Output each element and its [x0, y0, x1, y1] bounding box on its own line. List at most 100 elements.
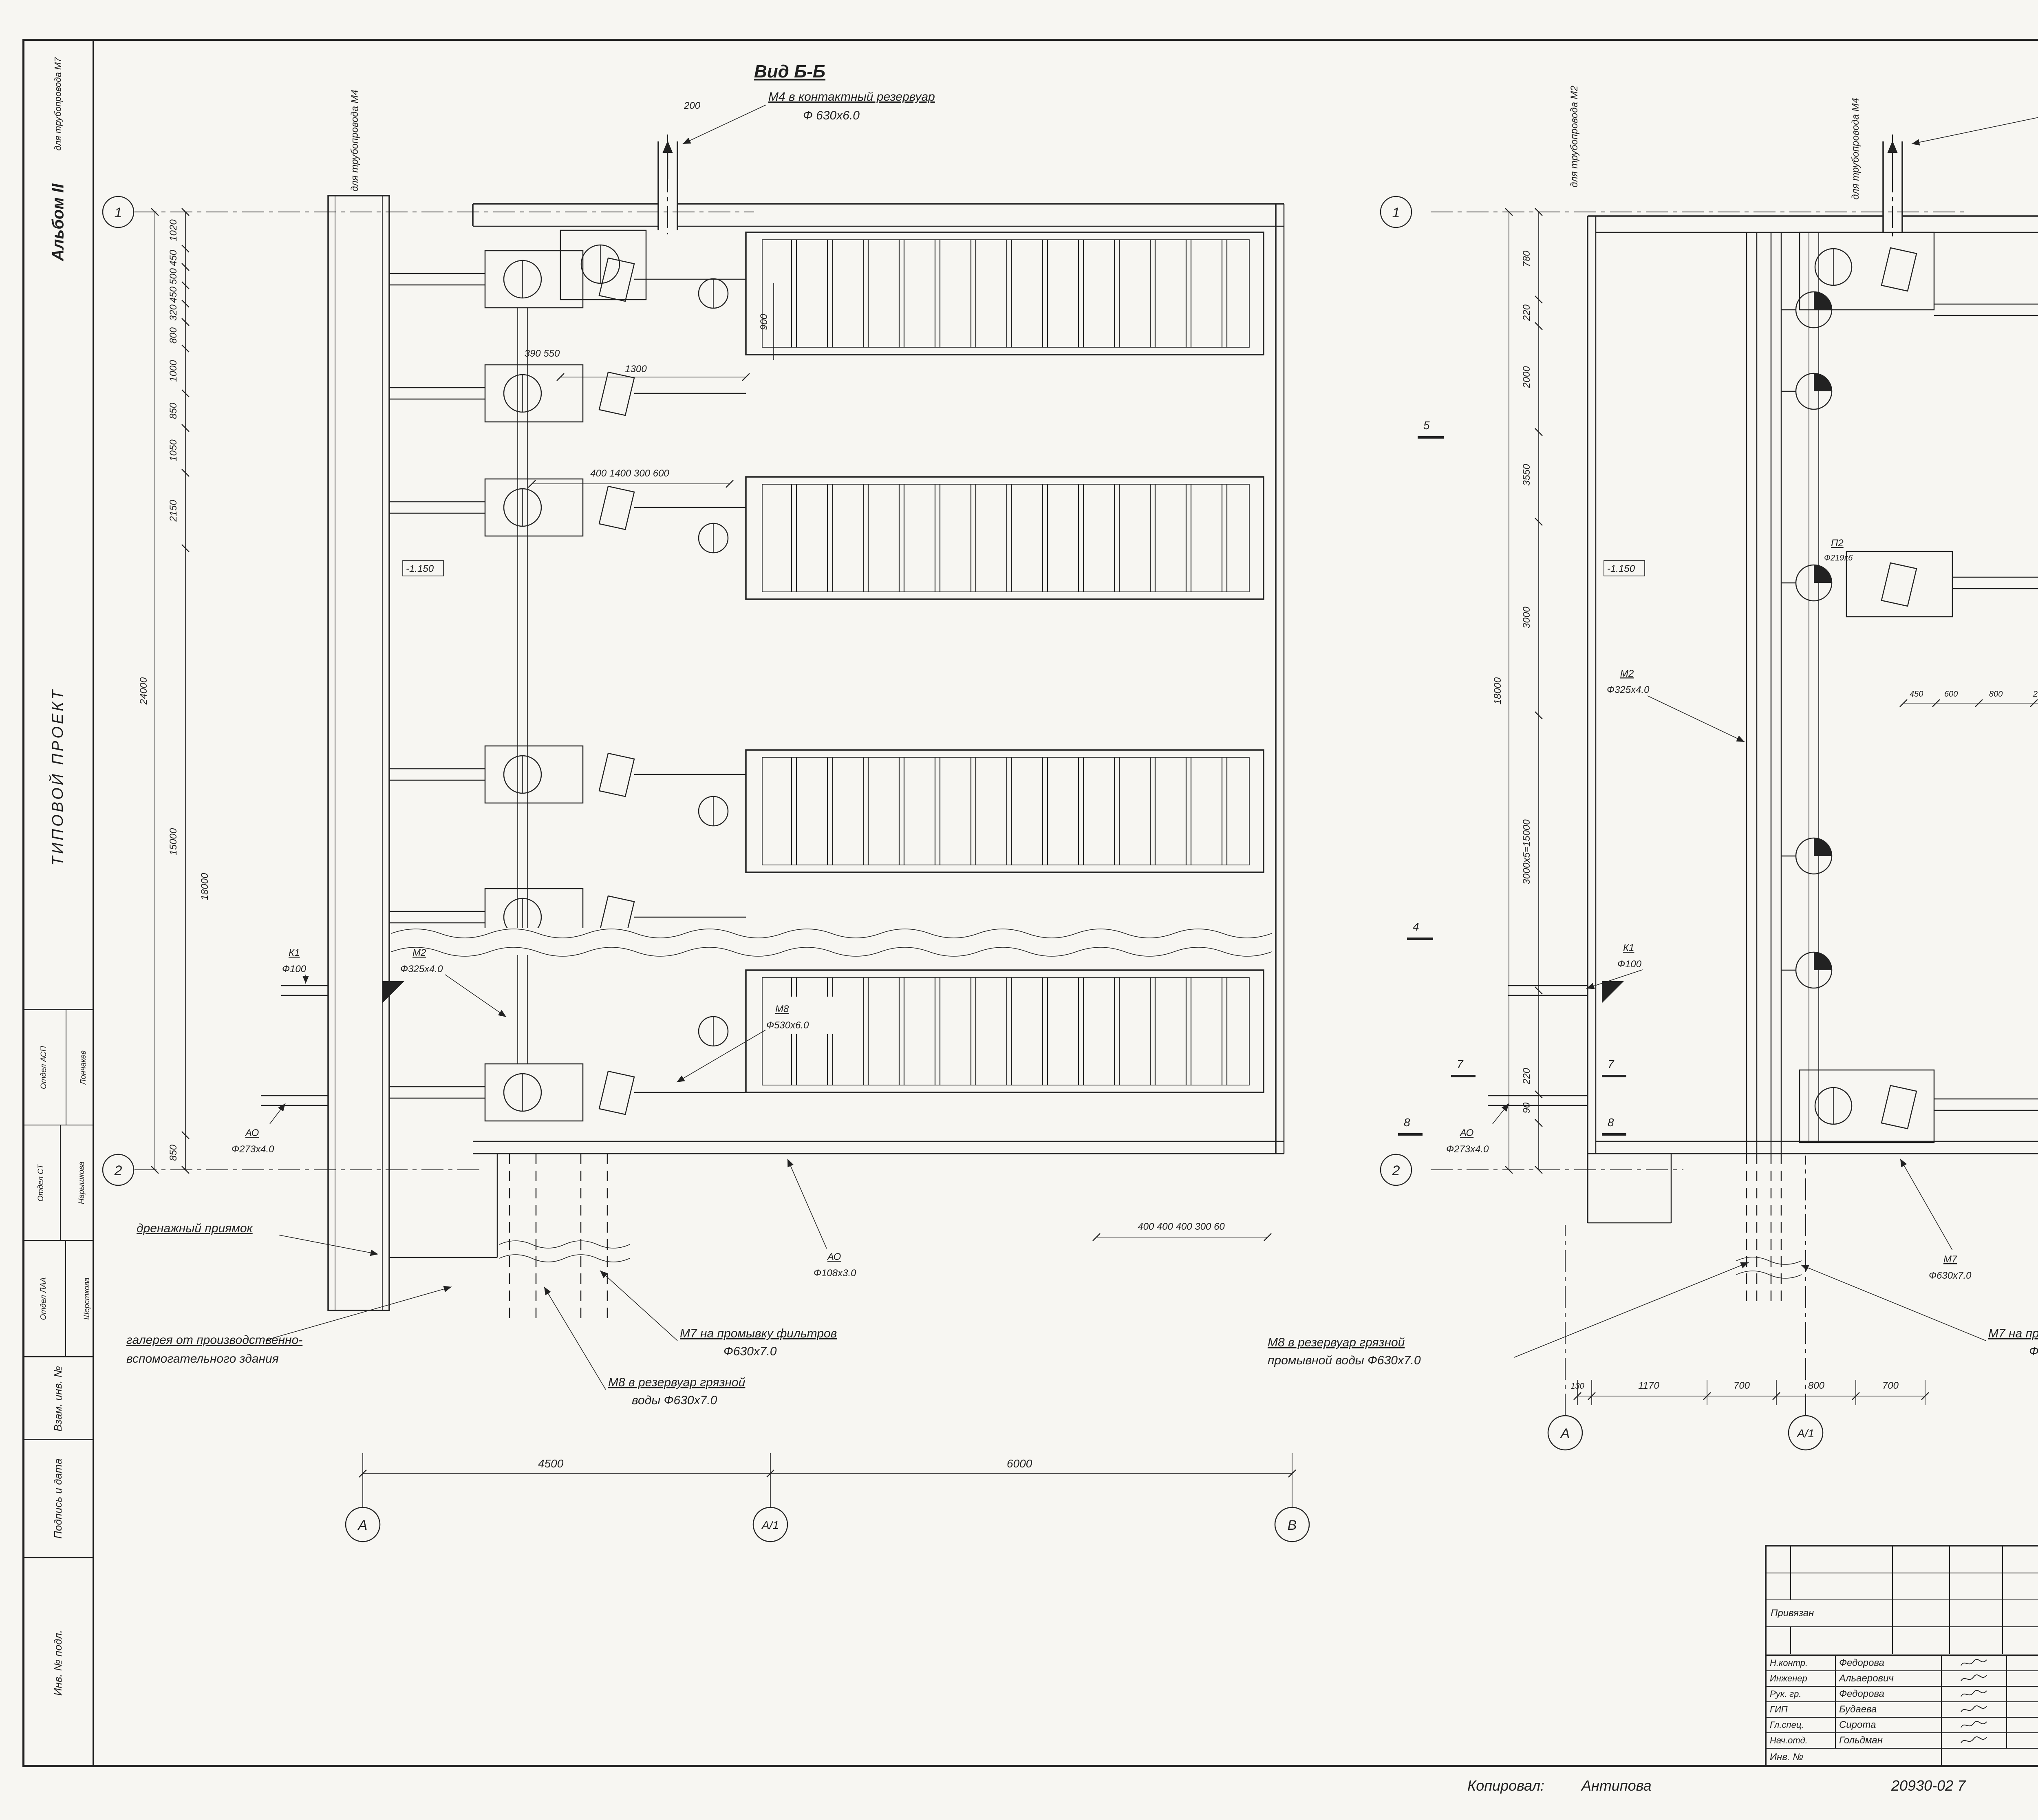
bb-dim-left: 450: [168, 286, 179, 303]
view-bb-title: Вид Б-Б: [754, 62, 825, 82]
bb-m4-label: М4 в контактный резервуар: [768, 90, 935, 104]
bb-gallery-label-2: вспомогательного здания: [126, 1352, 279, 1366]
bb-dim-left: 800: [168, 327, 179, 344]
bb-dim-left: 1000: [168, 360, 179, 382]
vv-m7-1-label: М7: [1943, 1254, 1958, 1265]
signature-row: ГИП Будаева: [1767, 1702, 2038, 1718]
drawing-canvas: Вид Б-Б М4 в контактный резервуар Ф 630х…: [102, 62, 2038, 1542]
stamp-dept: Отдел АСП: [39, 1046, 48, 1089]
bb-level-mark: -1.150: [406, 563, 434, 574]
vv-p2-size: Ф219х6: [1824, 554, 1853, 563]
sign-name: Федорова: [1836, 1687, 1942, 1701]
bb-dim-left: 500: [168, 268, 179, 285]
left-margin-strip: для трубопровода М7 Альбом II ТИПОВОЙ ПР…: [22, 39, 94, 1767]
sign-name: Федорова: [1836, 1656, 1942, 1670]
bb-axis-b: В: [1288, 1518, 1297, 1533]
stamp-table: Отдел АСП Лончакев Отдел СТ Нарышкова От…: [22, 1009, 94, 1357]
vv-ao-size: Ф273х4.0: [1446, 1144, 1489, 1155]
sign-role: Рук. гр.: [1767, 1687, 1836, 1701]
bb-m7-wash-label-2: Ф630х7.0: [723, 1345, 777, 1358]
sign-name: Сирота: [1836, 1718, 1942, 1732]
bb-dim-1300: 1300: [625, 364, 647, 375]
vv-mid-dim: 450: [1910, 690, 1923, 699]
signature-scribble: [1942, 1671, 2007, 1686]
vv-axis-1: 1: [1392, 205, 1400, 221]
view-vv: Вид В-В М4 в контактный резервуар Ф 530х…: [1268, 86, 2038, 1451]
vv-section-markers: 5 5 4 4 7 7 8 8: [1398, 419, 1626, 1136]
bb-dim-24000: 24000: [138, 677, 149, 705]
vv-m7-wash-label-2: Ф630х7.0: [2029, 1345, 2038, 1358]
vv-dim-left: 3550: [1521, 464, 1532, 486]
vv-m2-label: М2: [1620, 668, 1634, 679]
vv-dim-bottom: 1170: [1638, 1380, 1659, 1391]
vv-dim-left: 3000: [1521, 607, 1532, 629]
vv-bottom-dims: 130 1170 700 800 700 А А/1 В: [1547, 1156, 1929, 1451]
vv-m8-tank-label-2: промывной воды Ф630х7.0: [1268, 1354, 1421, 1367]
bb-m8-size: Ф530х6.0: [766, 1020, 809, 1031]
vv-p2-label: П2: [1831, 538, 1844, 549]
bb-dim-left: 1020: [168, 219, 179, 241]
vv-axis-2: 2: [1392, 1163, 1400, 1178]
sign-name: Гольдман: [1836, 1733, 1942, 1748]
signature-table: Н.контр. Федорова Инженер Альаерович Рук…: [1767, 1656, 2038, 1766]
vv-dim-left: 2000: [1521, 366, 1532, 388]
bb-filter-banks: [698, 232, 1264, 1093]
vv-left-dims: 780 220 2000 3550 3000 3000х5=15000 220 …: [1492, 208, 1543, 1174]
stamp-row: Отдел СТ Нарышкова: [22, 1125, 94, 1241]
vv-dim-left: 780: [1521, 250, 1532, 267]
vv-m7-1-size: Ф630х7.0: [1929, 1270, 1972, 1281]
vv-valves: [1781, 291, 1833, 989]
section-mark-7: 7: [1608, 1058, 1615, 1070]
bb-m2-size: Ф325х4.0: [400, 964, 443, 975]
vv-m8-tank-label-1: М8 в резервуар грязной: [1268, 1336, 1405, 1349]
bb-drain-pit-label: дренажный приямок: [137, 1222, 254, 1235]
vv-dim-left: 220: [1521, 304, 1532, 321]
vv-m7-wash-label-1: М7 на промывку фильтров: [1988, 1327, 2038, 1340]
sign-name: Альаерович: [1836, 1671, 1942, 1686]
section-mark-7: 7: [1457, 1058, 1464, 1070]
footer-copied-by: Антипова: [1581, 1777, 1652, 1794]
signature-scribble: [1942, 1687, 2007, 1701]
bb-dim-left: 2150: [168, 500, 179, 522]
bb-left-dims: 1020 450 500 450 320 800 1000 850 1050 2…: [138, 208, 210, 1174]
sign-role: Гл.спец.: [1767, 1718, 1836, 1732]
footer-copied-label: Копировал:: [1467, 1777, 1545, 1794]
vv-k1-label: К1: [1623, 942, 1634, 953]
vv-pipe-note-m2: для трубопровода М2: [1569, 86, 1580, 188]
vv-dim-bottom: 800: [1808, 1380, 1825, 1391]
bb-break-line: [391, 928, 1274, 957]
stamp-name: Нарышкова: [77, 1161, 86, 1204]
sign-role: ГИП: [1767, 1702, 1836, 1717]
signature-scribble: [1942, 1656, 2007, 1670]
bb-k1-pipe: К1 Ф100: [281, 947, 404, 1003]
bb-equipment: [389, 229, 746, 1122]
vv-axis-a1: А/1: [1796, 1427, 1814, 1440]
signature-scribble: [1942, 1718, 2007, 1732]
bb-dim-left: 450: [168, 249, 179, 266]
sign-role: Инженер: [1767, 1671, 1836, 1686]
stamp-row: Отдел АСП Лончакев: [22, 1010, 94, 1125]
view-bb: Вид Б-Б М4 в контактный резервуар Ф 630х…: [102, 62, 1310, 1542]
signature-scribble: [1942, 1702, 2007, 1717]
podpis-data-label: Подпись и дата: [52, 1458, 64, 1539]
bb-pipe-note: для трубопровода М4: [349, 90, 360, 192]
bb-tank-walls: [472, 203, 1285, 1154]
bb-dims-small: 390 550: [525, 348, 560, 359]
bb-m8-tank-label-1: М8 в резервуар грязной: [608, 1376, 746, 1389]
inv-row: Инв. №: [1767, 1749, 2038, 1766]
vv-ao-label: АО: [1459, 1127, 1473, 1138]
vv-axis-2-circle: [1380, 1154, 1412, 1186]
vv-ao-pipe: АО Ф273х4.0: [1446, 1095, 1588, 1155]
signature-row: Н.контр. Федорова: [1767, 1656, 2038, 1671]
vv-k1-size: Ф100: [1617, 959, 1642, 970]
bb-ao2-size: Ф108х3.0: [814, 1268, 856, 1279]
signature-row: Рук. гр. Федорова: [1767, 1687, 2038, 1702]
bb-dim-4500: 4500: [538, 1457, 564, 1470]
bb-bottom-dims: 4500 6000 А А/1 В: [345, 1453, 1310, 1542]
bb-ao2-label: АО: [827, 1251, 841, 1262]
bb-dim-200: 200: [684, 100, 701, 111]
bb-gallery-wall: [327, 195, 498, 1311]
vzam-inv-label: Взам. инв. №: [52, 1366, 64, 1432]
bb-dim-left: 850: [168, 1144, 179, 1161]
